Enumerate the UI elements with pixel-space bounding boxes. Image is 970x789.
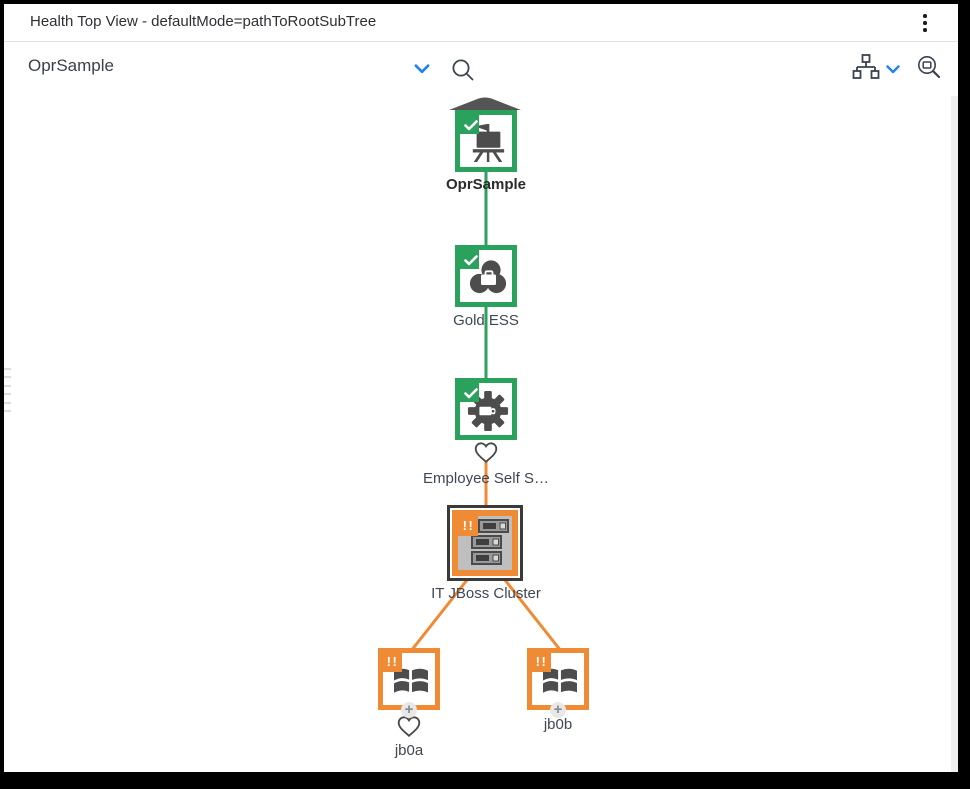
title-bar: Health Top View - defaultMode=pathToRoot… bbox=[4, 4, 958, 42]
layout-selector-button[interactable] bbox=[852, 52, 902, 84]
node-gold-ess[interactable] bbox=[455, 245, 517, 307]
kebab-dot bbox=[923, 28, 927, 32]
left-tick bbox=[4, 393, 11, 395]
server-stack-icon bbox=[471, 519, 509, 565]
kebab-dot bbox=[923, 14, 927, 18]
chevron-down-icon bbox=[886, 65, 900, 74]
node-box[interactable]: !! bbox=[452, 510, 518, 576]
node-label-employee-self-service[interactable]: Employee Self S… bbox=[423, 470, 549, 487]
node-label-jb0b[interactable]: jb0b bbox=[543, 716, 573, 733]
status-ok-badge bbox=[459, 114, 479, 134]
magnifier-overview-icon bbox=[918, 56, 941, 79]
toolbar: OprSample bbox=[4, 42, 958, 96]
dome-icon bbox=[449, 97, 521, 110]
status-major-badge: !! bbox=[458, 516, 478, 536]
node-it-jboss-cluster[interactable]: !! bbox=[447, 505, 523, 581]
kpi-heart-indicator[interactable] bbox=[473, 440, 499, 469]
service-clover-icon bbox=[469, 259, 506, 293]
overview-zoom-button[interactable] bbox=[916, 54, 944, 82]
node-box[interactable] bbox=[455, 110, 517, 172]
vertical-scrollbar-track[interactable] bbox=[951, 96, 958, 772]
expand-button-jb0b[interactable]: + bbox=[550, 702, 566, 718]
easel-icon bbox=[472, 123, 504, 162]
collapsed-parent-indicator[interactable] bbox=[448, 95, 522, 116]
left-tick bbox=[4, 368, 11, 370]
heart-icon bbox=[397, 716, 421, 737]
windows-icon bbox=[542, 668, 577, 693]
page-title: Health Top View - defaultMode=pathToRoot… bbox=[30, 13, 377, 30]
node-box[interactable]: !! bbox=[527, 648, 589, 710]
search-icon bbox=[452, 59, 474, 81]
node-box[interactable] bbox=[455, 245, 517, 307]
node-employee-self-service[interactable] bbox=[455, 378, 517, 440]
chevron-down-icon[interactable] bbox=[414, 64, 430, 74]
window-frame: Health Top View - defaultMode=pathToRoot… bbox=[4, 4, 958, 772]
node-label-gold-ess[interactable]: Gold ESS bbox=[453, 312, 519, 329]
left-tick bbox=[4, 385, 11, 387]
status-ok-badge bbox=[459, 382, 479, 402]
kebab-dot bbox=[923, 21, 927, 25]
hierarchy-layout-icon bbox=[852, 54, 880, 79]
kpi-heart-indicator[interactable] bbox=[396, 714, 422, 743]
left-tick bbox=[4, 410, 11, 412]
check-icon bbox=[463, 255, 478, 266]
kebab-menu-button[interactable] bbox=[914, 10, 936, 36]
node-jb0a[interactable]: !! bbox=[378, 648, 440, 710]
heart-icon bbox=[474, 442, 498, 463]
node-oprsample[interactable] bbox=[455, 110, 517, 172]
status-major-badge: !! bbox=[382, 652, 402, 672]
status-ok-badge bbox=[459, 249, 479, 269]
node-label-jb0a[interactable]: jb0a bbox=[394, 742, 424, 759]
search-button[interactable] bbox=[450, 57, 478, 85]
view-selector[interactable]: OprSample bbox=[28, 56, 114, 75]
node-box[interactable]: !! bbox=[378, 648, 440, 710]
expand-button-jb0a[interactable]: + bbox=[401, 702, 417, 718]
check-icon bbox=[463, 120, 478, 131]
gear-icon bbox=[467, 390, 508, 431]
left-tick bbox=[4, 402, 11, 404]
node-label-it-jboss-cluster[interactable]: IT JBoss Cluster bbox=[431, 585, 541, 602]
node-box[interactable] bbox=[455, 378, 517, 440]
node-jb0b[interactable]: !! bbox=[527, 648, 589, 710]
left-tick bbox=[4, 376, 11, 378]
check-icon bbox=[463, 388, 478, 399]
node-label-oprsample[interactable]: OprSample bbox=[445, 176, 527, 193]
status-major-badge: !! bbox=[531, 652, 551, 672]
